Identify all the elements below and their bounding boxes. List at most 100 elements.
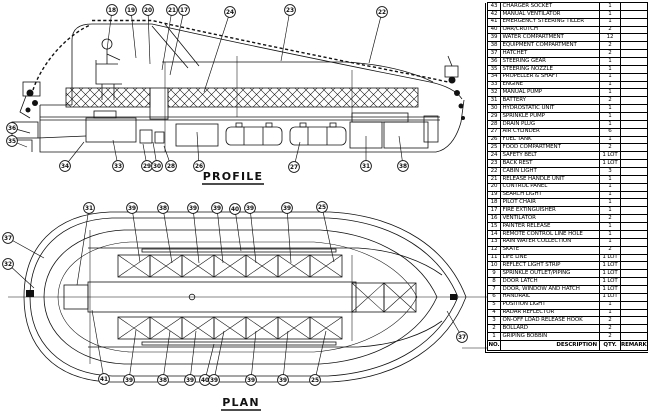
cell-qty: 1 [600,120,621,128]
svg-text:17: 17 [180,8,188,14]
cell-no: 2 [488,325,501,333]
cell-description: HATCHET [501,50,600,58]
cell-remark [621,137,647,144]
svg-text:39: 39 [186,378,194,384]
callout-31: 31 [83,202,95,214]
svg-text:39: 39 [128,206,136,212]
svg-text:24: 24 [226,10,234,16]
callout-39: 39 [245,374,257,386]
callout-19: 19 [125,4,137,16]
cell-description: ENGINE [501,81,600,89]
svg-text:33: 33 [114,164,122,170]
parts-table-header: NO. DESCRIPTION QTY. REMARK [488,340,647,350]
cell-remark [621,160,647,167]
cell-description: WATER COMPARTMENT [501,34,600,42]
callout-35: 35 [6,135,18,147]
cell-qty: 2 [600,97,621,105]
cell-qty: 1 [600,230,621,238]
cell-qty: 1 LOT [600,285,621,293]
callout-29: 29 [141,160,153,172]
cell-no: 40 [488,26,501,34]
cell-no: 14 [488,230,501,238]
col-header-remark: REMARK [621,341,647,348]
cell-qty: 1 [600,191,621,199]
svg-text:38: 38 [159,206,167,212]
cell-remark [621,310,647,317]
svg-text:18: 18 [108,8,116,14]
svg-text:23: 23 [286,8,294,14]
bow-release-hook [444,55,465,120]
svg-text:39: 39 [213,206,221,212]
cell-qty: 1 [600,136,621,144]
cell-remark [621,239,647,246]
cell-no: 25 [488,144,501,152]
callout-30: 30 [151,160,163,172]
svg-text:39: 39 [189,206,197,212]
cell-description: CHARGER SOCKET [501,3,600,10]
svg-text:30: 30 [153,164,161,170]
callout-41: 41 [98,373,110,385]
cell-description: EQUIPMENT COMPARTMENT [501,42,600,50]
cell-description: AIR CYLINDER [501,128,600,136]
cell-description: RELEASE HANDLE UNIT [501,175,600,183]
cell-description: BATTERY [501,97,600,105]
cell-description: ON-OFF LOAD RELEASE HOOK [501,317,600,325]
cell-qty: 2 [600,317,621,325]
fuel-tank [175,123,219,147]
center-fitting [188,293,196,301]
cell-description: CONTROL PANEL [501,183,600,191]
svg-text:32: 32 [4,262,12,268]
profile-hull-outline [39,99,465,153]
cell-qty: 1 LOT [600,278,621,285]
cell-remark [621,184,647,191]
svg-text:25: 25 [318,205,326,211]
cell-qty: 12 [600,34,621,42]
cell-qty: 1 [600,10,621,18]
callout-40: 40 [229,203,241,215]
svg-text:41: 41 [100,377,108,383]
cell-no: 6 [488,293,501,301]
cell-remark [621,97,647,104]
svg-text:39: 39 [279,378,287,384]
cell-qty: 2 [600,215,621,223]
cell-qty: 1 LOT [600,160,621,168]
cell-no: 30 [488,105,501,113]
cell-qty: 1 LOT [600,270,621,278]
cell-qty: 2 [600,144,621,152]
svg-text:39: 39 [246,206,254,212]
cell-qty: 1 [600,113,621,120]
cell-description: GRIPING BOBBIN [501,333,600,340]
col-header-description: DESCRIPTION [501,341,600,350]
cell-qty: 1 [600,199,621,207]
canopy-outline [43,229,438,365]
cell-description: PAINTER RELEASE [501,223,600,230]
cell-qty: 1 [600,81,621,89]
cell-qty: 1 [600,89,621,97]
cell-description: RADAR REFLECTOR [501,309,600,317]
callout-38: 38 [157,374,169,386]
cell-qty: 1 LOT [600,152,621,160]
cell-description: SAFETY BELT [501,152,600,160]
cell-no: 26 [488,136,501,144]
cell-remark [621,34,647,41]
cell-description: BACK REST [501,160,600,168]
callout-36: 36 [6,122,18,134]
cell-qty: 1 LOT [600,254,621,262]
svg-text:39: 39 [283,206,291,212]
cell-remark [621,302,647,309]
cell-qty: 1 [600,105,621,113]
cell-qty: 3 [600,168,621,175]
